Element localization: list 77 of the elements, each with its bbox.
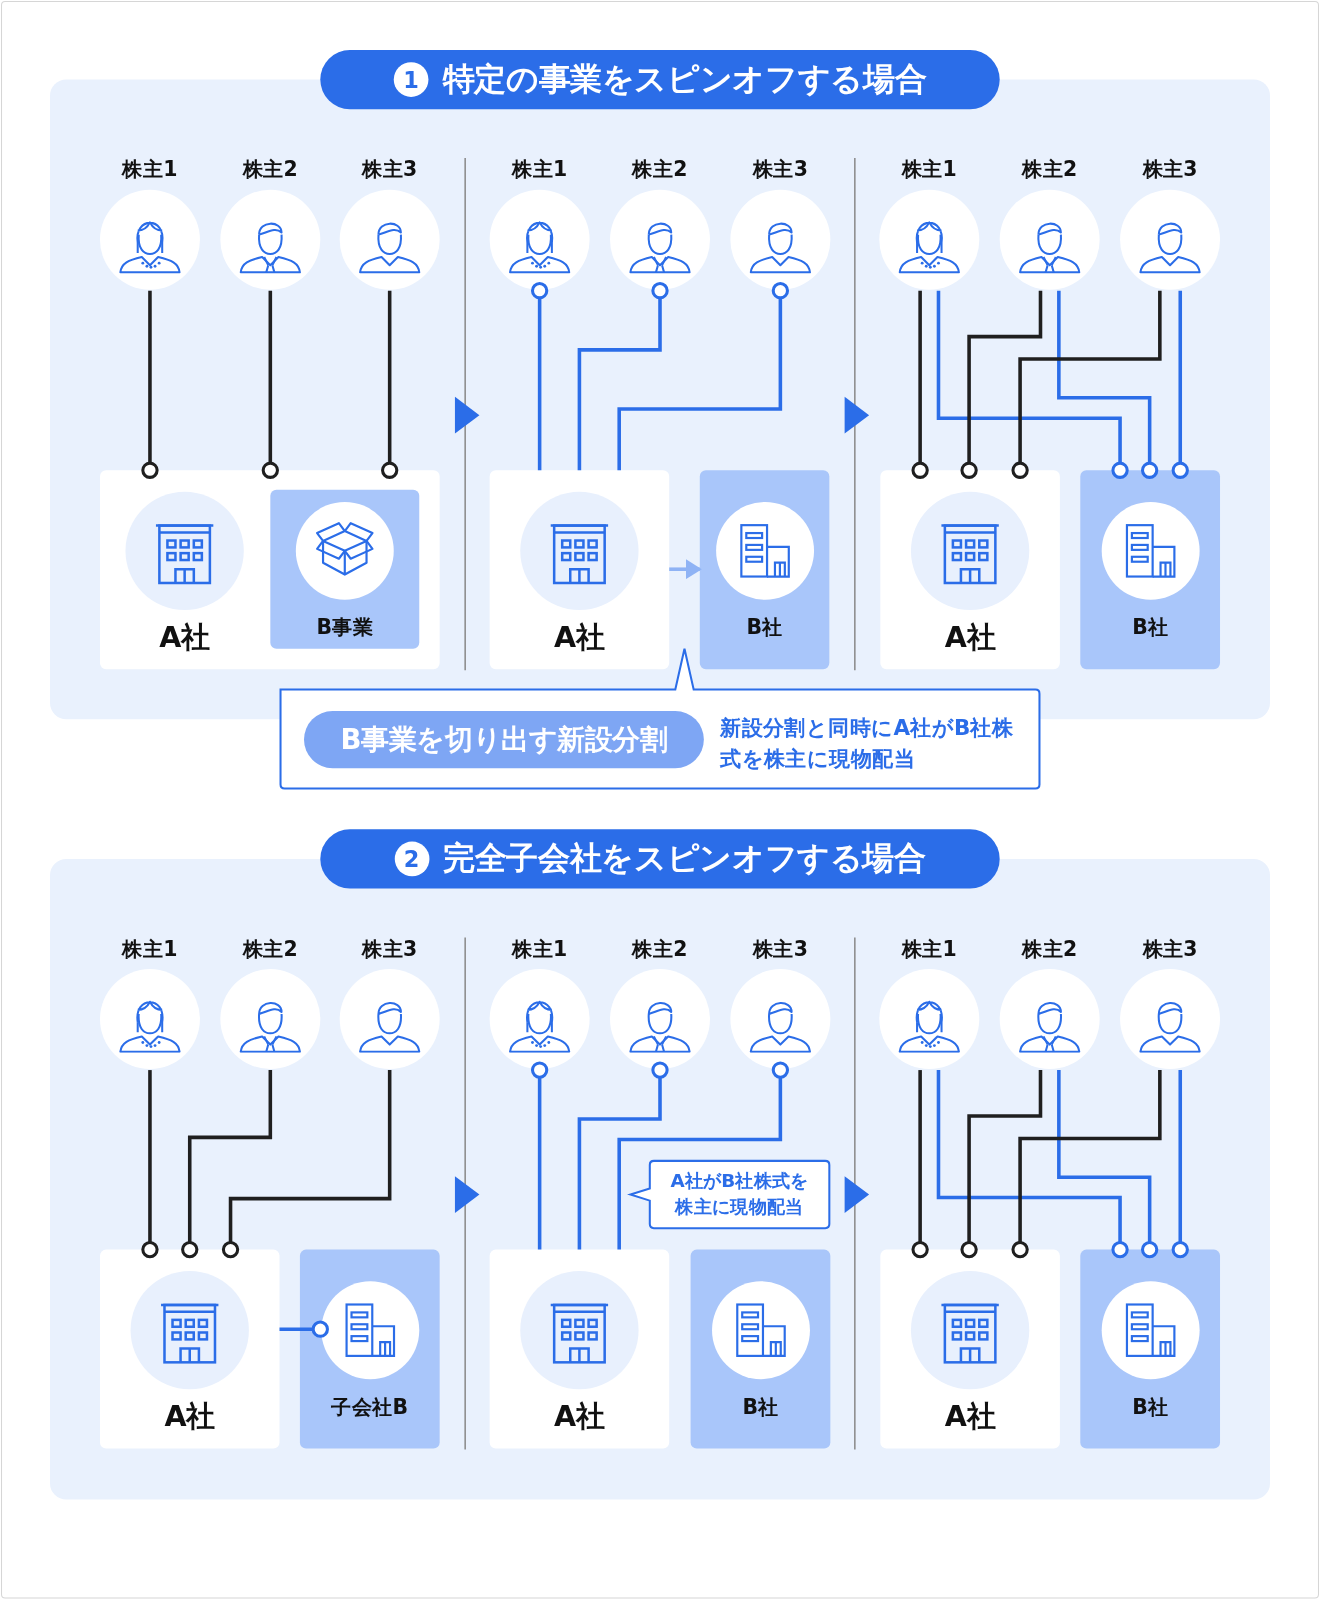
shareholder-label: 株主1 xyxy=(512,935,568,963)
shareholder-label: 株主3 xyxy=(1142,935,1198,963)
connector-line xyxy=(936,1070,1129,1259)
company-name: B社 xyxy=(742,1393,779,1421)
connector-line xyxy=(911,1070,929,1259)
connector-line xyxy=(669,559,702,580)
company-name: A社 xyxy=(554,1398,605,1436)
shareholder-label: 株主3 xyxy=(1142,156,1198,184)
section-title: 完全子会社をスピンオフする場合 xyxy=(443,838,926,879)
step-number: 1 xyxy=(393,62,429,97)
callout-box xyxy=(629,1159,831,1230)
callout-note: A社がB社株式を株主に現物配当 xyxy=(669,1169,810,1219)
section-title: 特定の事業をスピンオフする場合 xyxy=(442,59,927,99)
connector-line xyxy=(1057,290,1159,479)
company-card xyxy=(699,470,830,670)
connector-line xyxy=(1171,290,1189,479)
connector-line xyxy=(141,290,159,479)
shareholder-label: 株主2 xyxy=(1022,935,1078,963)
company-name: B社 xyxy=(1132,614,1169,642)
shareholder-label: 株主3 xyxy=(362,935,418,963)
connector-line xyxy=(911,290,929,479)
company-card xyxy=(299,1249,440,1449)
connector-line xyxy=(936,290,1129,479)
callout-note: 新設分割と同時にA社がB社株式を株主に現物配当 xyxy=(720,715,1015,774)
connector-line xyxy=(617,1061,790,1250)
connector-line xyxy=(1171,1070,1189,1259)
connector-line xyxy=(141,1070,159,1259)
company-name: B事業 xyxy=(316,614,373,642)
connector-line xyxy=(1011,1070,1162,1259)
connector-line xyxy=(577,282,669,471)
shareholder-label: 株主3 xyxy=(362,156,418,184)
connector-line xyxy=(181,1070,273,1259)
company-name: A社 xyxy=(164,1398,216,1436)
company-name: A社 xyxy=(159,619,210,656)
company xyxy=(125,491,244,655)
company-card xyxy=(880,1249,1060,1449)
shareholder-label: 株主1 xyxy=(901,156,957,184)
shareholder-label: 株主3 xyxy=(752,156,808,184)
connector-line xyxy=(381,290,399,479)
connector-line xyxy=(617,282,790,471)
connector-line xyxy=(1011,290,1162,479)
company-card xyxy=(690,1249,831,1449)
shareholder-label: 株主2 xyxy=(1022,156,1078,184)
company-name: 子会社B xyxy=(331,1393,409,1421)
company-name: A社 xyxy=(944,1398,996,1436)
connector-line xyxy=(1057,1070,1159,1259)
shareholder-label: 株主1 xyxy=(901,935,957,963)
step-number: 2 xyxy=(394,841,429,877)
company-card xyxy=(99,1249,280,1449)
company-name: B社 xyxy=(746,614,783,642)
connector-line xyxy=(221,1070,392,1259)
shareholder-label: 株主2 xyxy=(632,935,688,963)
shareholder-label: 株主1 xyxy=(512,156,568,184)
company-name: A社 xyxy=(944,619,996,656)
shareholder-label: 株主2 xyxy=(632,156,688,184)
shareholder-label: 株主1 xyxy=(122,156,178,184)
company-name: A社 xyxy=(554,619,605,656)
callout-title: B事業を切り出す新設分割 xyxy=(304,711,704,769)
shareholder-label: 株主3 xyxy=(752,935,808,963)
shareholder-label: 株主1 xyxy=(122,935,178,963)
shareholder-label: 株主2 xyxy=(242,156,298,184)
company-card xyxy=(489,1249,670,1449)
company-name: B社 xyxy=(1132,1393,1169,1421)
company-card xyxy=(880,470,1060,670)
connector-line xyxy=(960,290,1043,479)
connector-line xyxy=(261,290,279,479)
connector-line xyxy=(279,1320,329,1338)
connector-line xyxy=(530,1061,549,1250)
company-card xyxy=(270,489,420,649)
connector-line xyxy=(577,1061,669,1250)
shareholder-label: 株主2 xyxy=(242,935,298,963)
company-card xyxy=(489,470,670,670)
company-card xyxy=(1080,470,1221,670)
connector-line xyxy=(960,1070,1043,1259)
company-card xyxy=(1080,1249,1221,1449)
company-group-card xyxy=(99,470,440,670)
connector-line xyxy=(530,282,549,471)
